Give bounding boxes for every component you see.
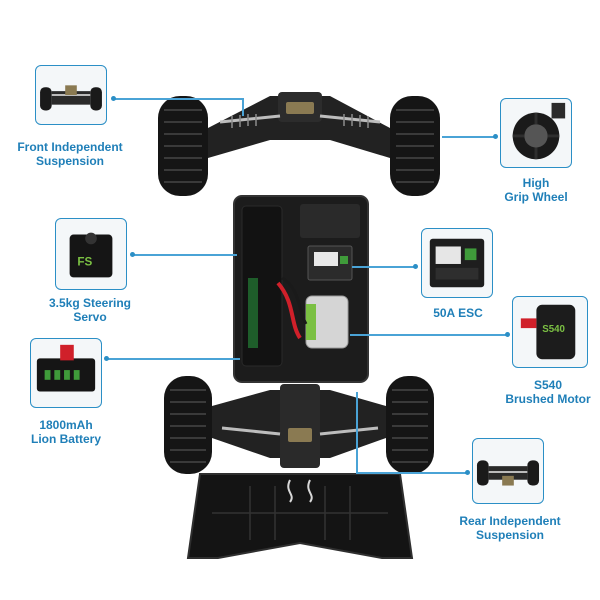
chassis-tub (233, 195, 369, 383)
front-left-wheel (158, 96, 208, 196)
motor-printed-text: S540 (542, 324, 565, 335)
front-suspension (208, 92, 390, 158)
rear-wing (186, 473, 414, 559)
wheel-thumbnail (500, 98, 572, 168)
wheel-leader (442, 136, 496, 138)
front-suspension-dot (111, 96, 116, 101)
rc-car-chassis-image (158, 92, 440, 559)
wheel-dot (493, 134, 498, 139)
rear-suspension-label: Rear Independent Suspension (459, 514, 561, 542)
servo-thumbnail: FS (55, 218, 127, 290)
front-right-wheel (390, 96, 440, 196)
front-suspension-thumbnail (35, 65, 107, 125)
battery-dot (104, 356, 109, 361)
esc-leader (352, 266, 416, 268)
servo-leader (133, 254, 237, 256)
servo-label: 3.5kg Steering Servo (48, 296, 132, 324)
motor-dot (505, 332, 510, 337)
servo-printed-text: FS (77, 256, 92, 269)
battery-leader (108, 358, 240, 360)
battery-thumbnail (30, 338, 102, 408)
rear-suspension-leader (356, 472, 468, 474)
battery-label: 1800mAh Lion Battery (30, 418, 101, 446)
esc-label: 50A ESC (433, 306, 483, 320)
esc-dot (413, 264, 418, 269)
esc-thumbnail (421, 228, 493, 298)
wheel-label: High Grip Wheel (504, 176, 568, 204)
front-suspension-label: Front Independent Suspension (17, 140, 123, 168)
motor-thumbnail: S540 (512, 296, 588, 368)
rear-suspension-thumbnail (472, 438, 544, 504)
front-suspension-leader-drop (242, 98, 244, 116)
rear-suspension-leader-vertical (356, 392, 358, 472)
servo-dot (130, 252, 135, 257)
rear-suspension (212, 384, 386, 468)
motor-leader (350, 334, 508, 336)
rear-left-wheel (164, 376, 212, 474)
rear-right-wheel (386, 376, 434, 474)
motor-label: S540 Brushed Motor (505, 378, 591, 406)
front-suspension-leader (114, 98, 242, 100)
rear-suspension-dot (465, 470, 470, 475)
